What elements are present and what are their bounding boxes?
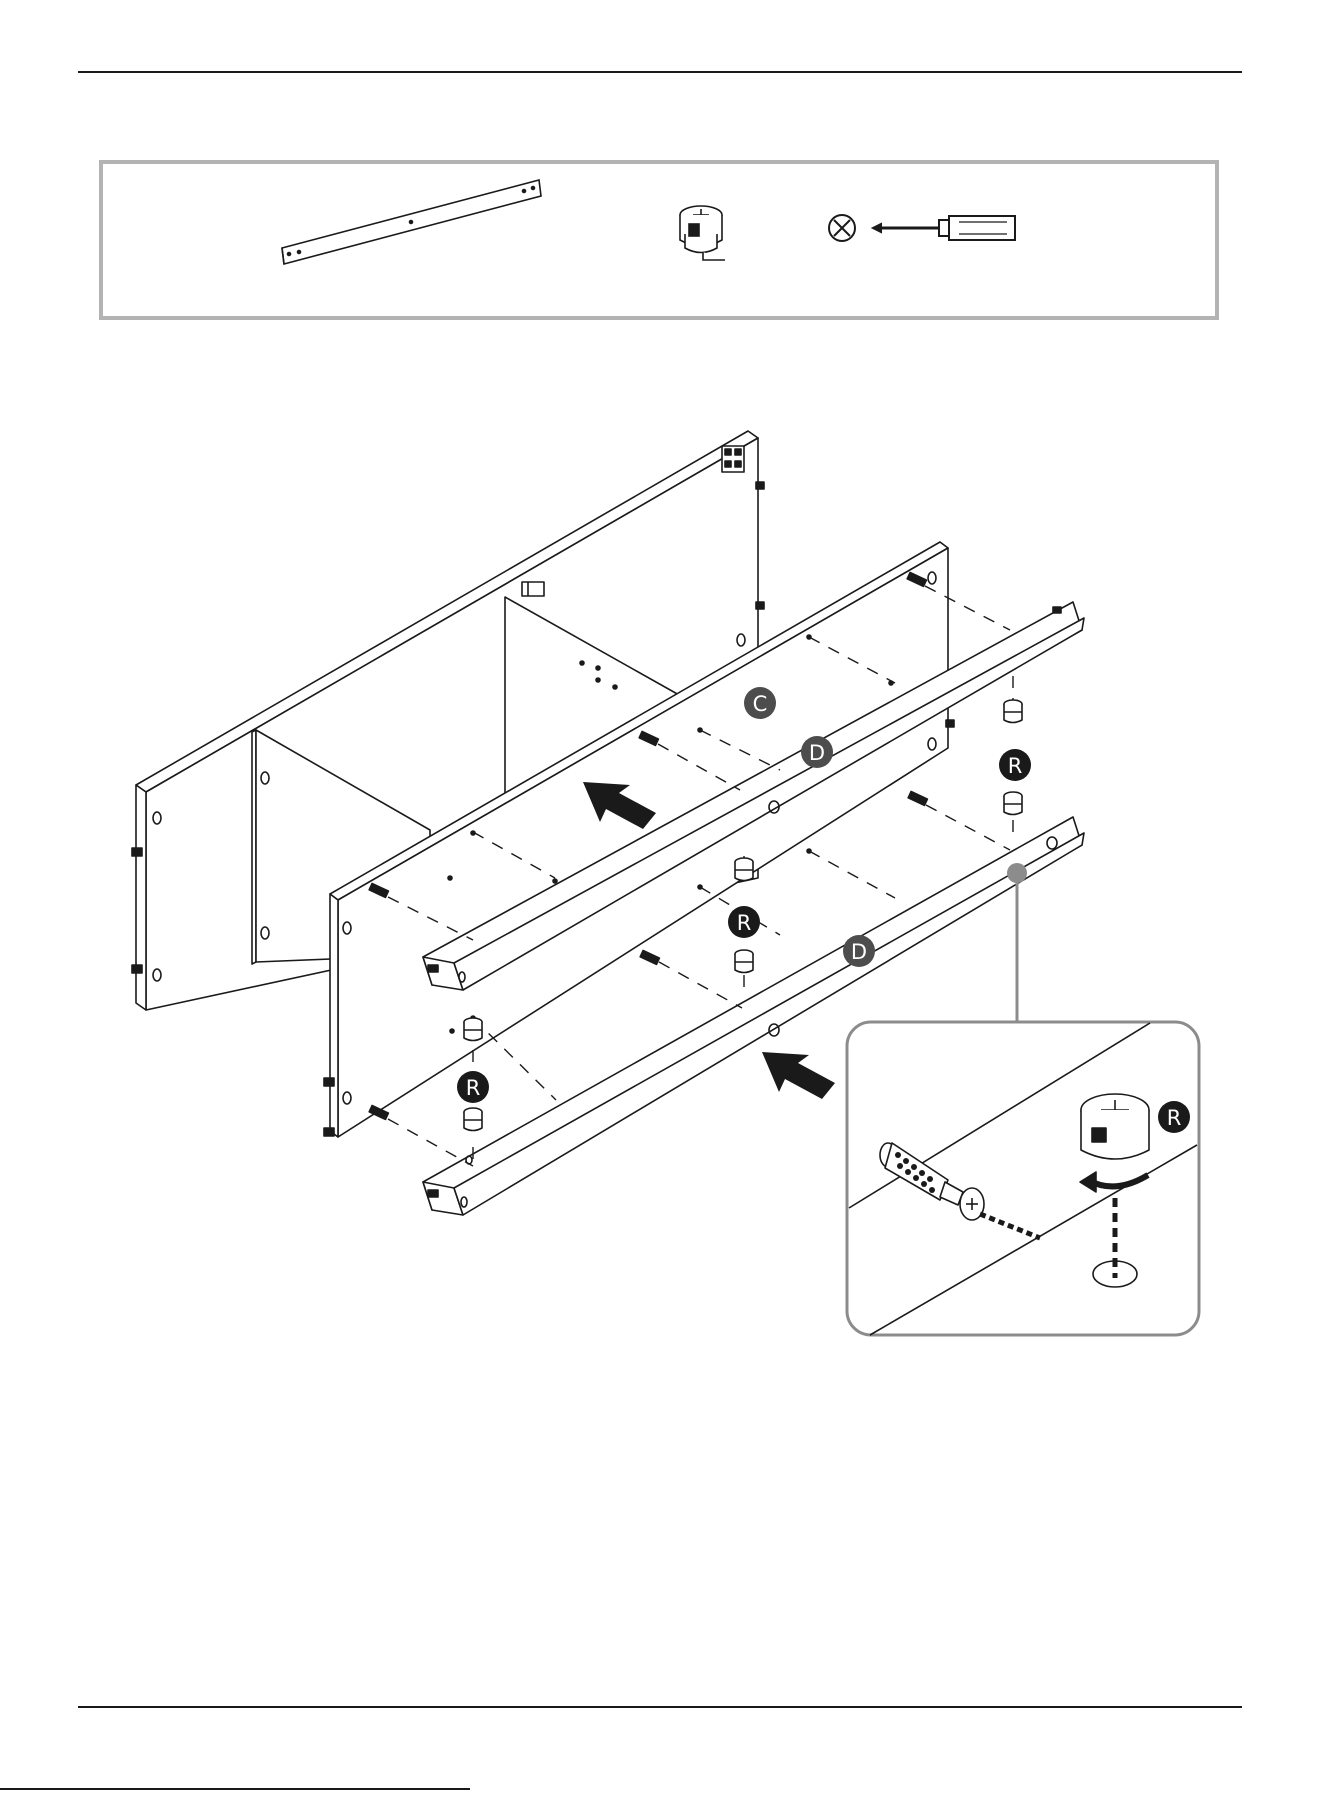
label-cam-r-2: R <box>728 906 760 938</box>
parts-panel <box>99 160 1219 320</box>
rail-panel-icon <box>282 180 541 264</box>
label-cam-r-1: R <box>999 749 1031 781</box>
label-upper-rail-d: D <box>801 736 833 768</box>
parts-panel-drawing <box>103 164 1215 316</box>
label-upper-rail-d-text: D <box>809 741 825 765</box>
label-detail-r-text: R <box>1167 1106 1182 1130</box>
label-detail-r: R <box>1158 1101 1190 1133</box>
top-rule <box>78 71 1242 73</box>
label-panel-c: C <box>744 687 776 719</box>
cam-lock-icon <box>680 206 725 260</box>
label-cam-r-2-text: R <box>737 911 752 935</box>
label-cam-r-3-text: R <box>466 1076 481 1100</box>
footer-edge-line <box>0 1788 470 1790</box>
label-cam-r-1-text: R <box>1008 754 1023 778</box>
label-lower-rail-d: D <box>843 935 875 967</box>
label-lower-rail-d-text: D <box>851 940 867 964</box>
label-panel-c-text: C <box>753 692 768 716</box>
phillips-screwdriver-icon <box>829 215 1015 241</box>
assembly-diagram: C D D R R R R <box>0 400 1324 1360</box>
label-cam-r-3: R <box>457 1071 489 1103</box>
bottom-rule <box>78 1706 1242 1708</box>
